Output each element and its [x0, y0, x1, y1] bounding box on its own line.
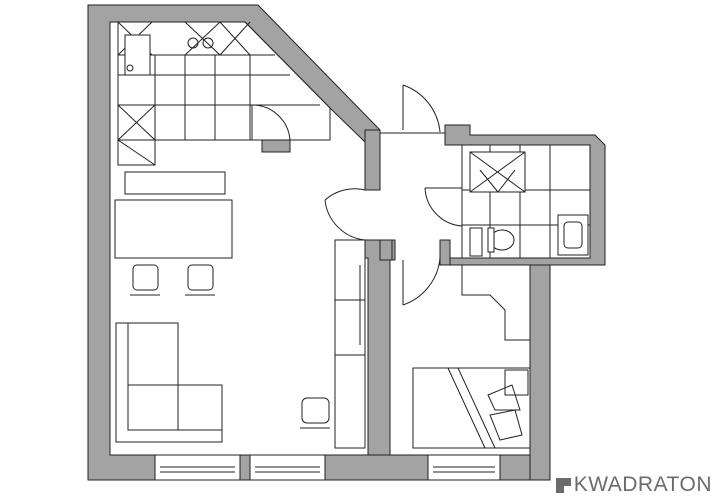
windows [154, 454, 501, 481]
logo-mark-icon [555, 477, 571, 493]
kwadraton-logo: KWADRATON [555, 473, 712, 497]
bathroom-fixtures [461, 144, 591, 259]
doors [324, 84, 463, 306]
logo-text: KWADRATON [573, 473, 712, 496]
kitchen-counter [117, 21, 331, 166]
bedroom-furniture [412, 265, 531, 449]
living-furniture [114, 171, 366, 449]
